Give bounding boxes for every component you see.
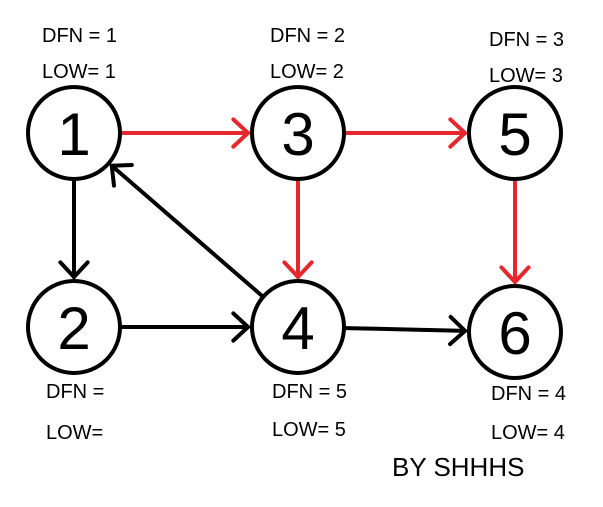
edge-3-to-4 (282, 179, 314, 279)
edge-1-to-2 (58, 179, 90, 279)
node-4: 4 DFN = 5 LOW= 5 (250, 279, 347, 441)
edge-4-to-6 (343, 314, 468, 347)
node-2-dfn: DFN = (46, 381, 104, 403)
edge-arrowhead (282, 260, 314, 279)
edge-arrowhead (499, 265, 531, 284)
node-4-circle (250, 279, 346, 375)
node-2: 2 DFN = LOW= (26, 279, 122, 444)
node-3-low: LOW= 2 (270, 61, 344, 83)
edge-5-to-6 (499, 179, 531, 284)
node-5-dfn: DFN = 3 (489, 29, 564, 51)
node-5-circle (467, 85, 563, 181)
edge-arrowhead (231, 117, 250, 149)
node-1-dfn: DFN = 1 (42, 25, 117, 47)
node-4-low: LOW= 5 (272, 419, 346, 441)
node-5-low: LOW= 3 (489, 65, 563, 87)
node-1: 1 DFN = 1 LOW= 1 (26, 25, 122, 181)
edge-arrowhead (448, 314, 468, 347)
node-2-circle (26, 279, 122, 375)
author-signature: BY SHHHS (392, 452, 524, 482)
edge-1-to-3 (120, 117, 250, 149)
node-4-number: 4 (281, 295, 314, 362)
edge-arrowhead (448, 117, 467, 149)
node-1-number: 1 (57, 101, 90, 168)
node-1-low: LOW= 1 (42, 61, 116, 83)
edge-arrowhead (109, 163, 134, 188)
node-6-circle (467, 284, 563, 380)
edges-layer (58, 117, 531, 347)
node-3: 3 DFN = 2 LOW= 2 (250, 25, 346, 181)
edge-2-to-4 (120, 311, 250, 343)
node-6-number: 6 (498, 300, 531, 367)
node-6-low: LOW= 4 (491, 422, 565, 444)
edge-line (343, 326, 468, 333)
node-4-dfn: DFN = 5 (272, 381, 347, 403)
node-5: 5 DFN = 3 LOW= 3 (467, 29, 564, 181)
edge-arrowhead (58, 260, 90, 279)
node-3-number: 3 (281, 101, 314, 168)
node-6-dfn: DFN = 4 (491, 383, 566, 405)
edge-3-to-5 (344, 117, 467, 149)
node-1-circle (26, 85, 122, 181)
node-2-number: 2 (57, 295, 90, 362)
edge-4-to-1 (109, 163, 264, 298)
node-3-circle (250, 85, 346, 181)
node-6: 6 DFN = 4 LOW= 4 (467, 284, 566, 444)
node-3-dfn: DFN = 2 (270, 25, 345, 47)
node-5-number: 5 (498, 101, 531, 168)
edge-line (109, 163, 264, 298)
edge-arrowhead (231, 311, 250, 343)
node-2-low: LOW= (46, 422, 103, 444)
